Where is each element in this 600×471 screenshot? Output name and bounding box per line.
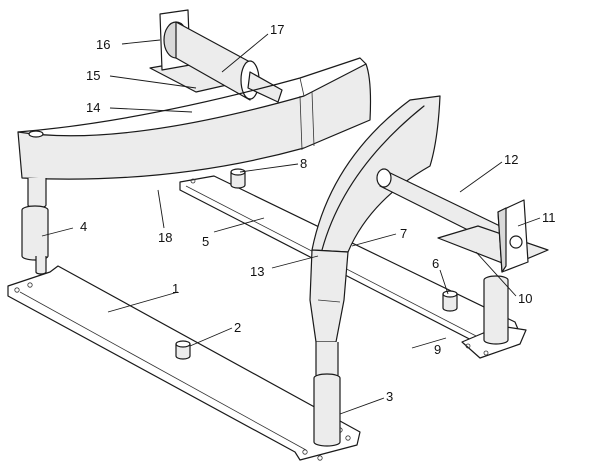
- label-1: 1: [172, 281, 179, 296]
- label-12: 12: [504, 152, 518, 167]
- label-13: 13: [250, 264, 264, 279]
- label-4: 4: [80, 219, 87, 234]
- label-6: 6: [432, 256, 439, 271]
- label-7: 7: [400, 226, 407, 241]
- label-14: 14: [86, 100, 100, 115]
- pin-8: [230, 168, 246, 189]
- label-9: 9: [434, 342, 441, 357]
- front-base-plate: [7, 265, 361, 461]
- label-5: 5: [202, 234, 209, 249]
- leader-lines: [41, 33, 541, 415]
- label-3: 3: [386, 389, 393, 404]
- label-15: 15: [86, 68, 100, 83]
- left-column: [21, 178, 49, 275]
- right-front-column: [313, 342, 341, 447]
- label-17: 17: [270, 22, 284, 37]
- part-labels: 16 17 15 14 4 18 8 5 7 13 1 2 3 6 9 10 1…: [80, 22, 556, 404]
- pin-2: [175, 340, 191, 360]
- label-18: 18: [158, 230, 172, 245]
- pin-6: [442, 290, 458, 312]
- label-10: 10: [518, 291, 532, 306]
- label-16: 16: [96, 37, 110, 52]
- label-11: 11: [542, 210, 556, 225]
- label-8: 8: [300, 156, 307, 171]
- right-curved-upright: [309, 95, 441, 343]
- front-curved-beam: [17, 57, 372, 180]
- right-rear-column: [461, 275, 527, 359]
- label-2: 2: [234, 320, 241, 335]
- right-cylinder-bracket: [376, 168, 549, 273]
